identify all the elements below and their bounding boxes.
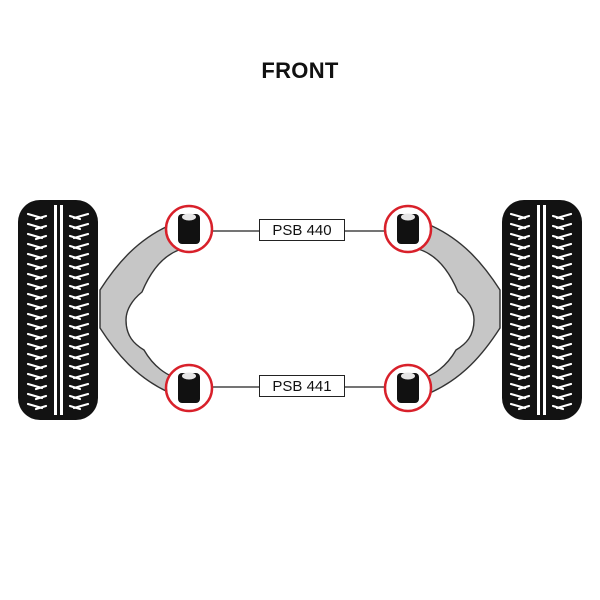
tread-mark (551, 264, 565, 271)
bush-upper-right[interactable] (383, 204, 433, 254)
tread-mark (34, 294, 48, 301)
tread-mark (517, 404, 531, 411)
tread-mark (68, 364, 82, 371)
tread-mark (34, 364, 48, 371)
tread-mark (517, 314, 531, 321)
tread-mark (517, 224, 531, 231)
tread-mark (68, 304, 82, 311)
tread-mark (68, 284, 82, 291)
right-tyre (502, 200, 582, 420)
tread-mark (551, 314, 565, 321)
tread-mark (68, 404, 82, 411)
part-label-psb-440[interactable]: PSB 440 (259, 219, 345, 241)
tread-mark (34, 234, 48, 241)
tread-mark (34, 244, 48, 251)
tread-mark (551, 404, 565, 411)
tread-mark (517, 264, 531, 271)
tread-mark (517, 394, 531, 401)
tread-mark (551, 224, 565, 231)
tread-mark (551, 384, 565, 391)
tread-mark (68, 244, 82, 251)
tread-mark (551, 374, 565, 381)
tread-mark (34, 344, 48, 351)
tread-mark (68, 214, 82, 221)
left-wishbone-arm (99, 223, 187, 395)
tread-mark (68, 374, 82, 381)
tread-mark (68, 254, 82, 261)
tread-mark (551, 364, 565, 371)
tread-mark (34, 284, 48, 291)
tread-mark (551, 284, 565, 291)
tread-mark (34, 274, 48, 281)
tread-mark (34, 254, 48, 261)
tread-mark (68, 384, 82, 391)
tread-mark (517, 244, 531, 251)
tread-mark (517, 334, 531, 341)
bush-lower-left[interactable] (164, 363, 214, 413)
tread-mark (517, 384, 531, 391)
tread-mark (68, 234, 82, 241)
tread-mark (517, 304, 531, 311)
tread-mark (34, 394, 48, 401)
tread-mark (551, 294, 565, 301)
tread-mark (68, 344, 82, 351)
tread-mark (68, 224, 82, 231)
tread-mark (34, 384, 48, 391)
tread-mark (551, 394, 565, 401)
tread-mark (34, 214, 48, 221)
tread-mark (68, 294, 82, 301)
tread-mark (551, 274, 565, 281)
tread-mark (34, 404, 48, 411)
part-label-psb-441[interactable]: PSB 441 (259, 375, 345, 397)
tread-mark (551, 214, 565, 221)
tread-mark (551, 304, 565, 311)
tread-mark (551, 234, 565, 241)
tread-mark (517, 234, 531, 241)
tread-mark (34, 264, 48, 271)
tread-mark (517, 294, 531, 301)
bush-lower-right[interactable] (383, 363, 433, 413)
tread-mark (551, 354, 565, 361)
tread-mark (517, 254, 531, 261)
tread-mark (34, 304, 48, 311)
tread-mark (68, 334, 82, 341)
right-wishbone-arm (413, 223, 501, 395)
tread-mark (551, 324, 565, 331)
tread-mark (517, 344, 531, 351)
tread-mark (68, 314, 82, 321)
tread-mark (68, 324, 82, 331)
tread-mark (517, 354, 531, 361)
tread-mark (34, 374, 48, 381)
tread-mark (517, 284, 531, 291)
diagram-title: FRONT (261, 58, 339, 83)
tread-mark (551, 244, 565, 251)
tread-mark (68, 264, 82, 271)
tread-mark (34, 224, 48, 231)
tread-mark (517, 374, 531, 381)
tread-mark (34, 354, 48, 361)
tread-mark (551, 344, 565, 351)
tread-mark (517, 214, 531, 221)
tread-mark (517, 324, 531, 331)
tread-mark (517, 364, 531, 371)
tread-mark (68, 354, 82, 361)
left-tyre (18, 200, 98, 420)
tread-mark (34, 314, 48, 321)
tread-mark (68, 394, 82, 401)
tread-mark (551, 334, 565, 341)
tread-mark (34, 324, 48, 331)
tread-mark (551, 254, 565, 261)
tread-mark (517, 274, 531, 281)
bush-upper-left[interactable] (164, 204, 214, 254)
tread-mark (34, 334, 48, 341)
tread-mark (68, 274, 82, 281)
